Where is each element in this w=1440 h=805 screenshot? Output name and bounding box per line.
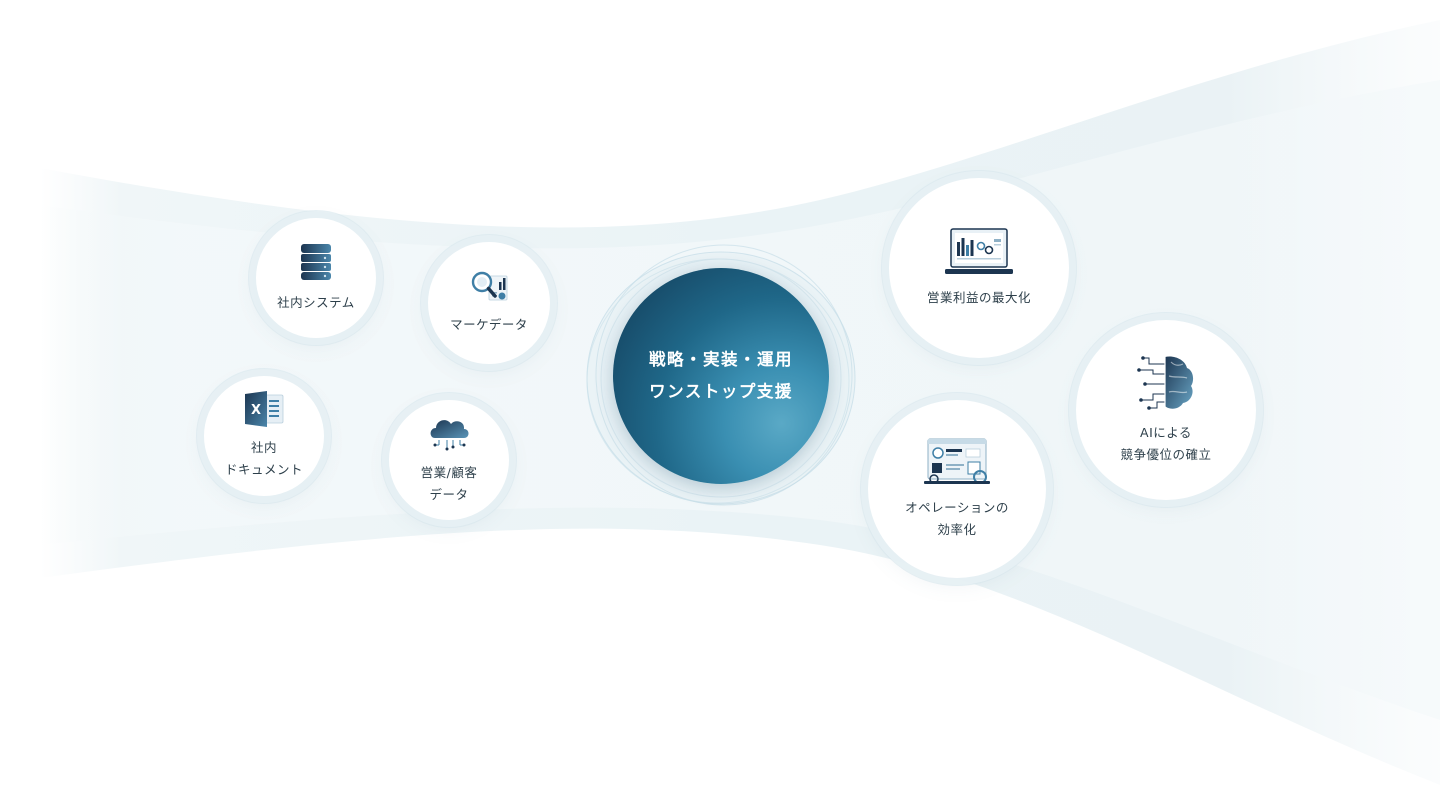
node-profit-max-text: 営業利益の最大化	[926, 290, 1031, 305]
node-internal-system: 社内システム	[256, 218, 376, 338]
node-ai-advantage-text-1: AIによる	[1140, 425, 1192, 440]
database-icon	[301, 244, 331, 280]
svg-text:X: X	[251, 403, 261, 418]
node-operation: オペレーションの 効率化	[868, 400, 1046, 578]
node-sales-customer: 営業/顧客 データ	[389, 400, 509, 520]
cloud-network-icon	[430, 420, 469, 451]
center-hub-title-line1: 戦略・実装・運用	[649, 350, 793, 369]
node-sales-customer-text-2: データ	[429, 487, 469, 502]
center-hub: 戦略・実装・運用 ワンストップ支援	[613, 268, 829, 484]
node-ai-advantage-label: AIによる 競争優位の確立	[1120, 422, 1211, 466]
node-market-data-text: マーケデータ	[450, 317, 528, 332]
excel-icon: X	[245, 391, 284, 427]
dashboard-monitor-icon	[945, 228, 1013, 274]
node-ai-advantage-text-2: 競争優位の確立	[1120, 447, 1212, 462]
node-profit-max: 営業利益の最大化	[889, 178, 1069, 358]
node-sales-customer-text-1: 営業/顧客	[420, 465, 478, 480]
node-market-data-label: マーケデータ	[450, 314, 528, 336]
node-internal-docs-label: 社内 ドキュメント	[225, 437, 303, 481]
node-operation-text-2: 効率化	[937, 522, 977, 537]
node-sales-customer-label: 営業/顧客 データ	[421, 462, 478, 506]
node-internal-docs-text-2: ドキュメント	[224, 462, 303, 477]
node-profit-max-label: 営業利益の最大化	[927, 287, 1031, 309]
node-market-data: マーケデータ	[428, 242, 550, 364]
workflow-screen-icon	[924, 438, 990, 484]
node-internal-docs-text-1: 社内	[250, 440, 277, 455]
node-operation-label: オペレーションの 効率化	[905, 497, 1009, 541]
node-internal-system-label: 社内システム	[277, 292, 355, 314]
node-ai-advantage: AIによる 競争優位の確立	[1076, 320, 1256, 500]
magnifier-chart-icon	[471, 271, 508, 301]
node-internal-system-text: 社内システム	[277, 295, 355, 310]
node-internal-docs: X 社内 ドキュメント	[204, 376, 324, 496]
node-operation-text-1: オペレーションの	[905, 500, 1009, 515]
ai-brain-icon	[1137, 356, 1194, 410]
center-hub-title-line2: ワンストップ支援	[649, 382, 793, 401]
